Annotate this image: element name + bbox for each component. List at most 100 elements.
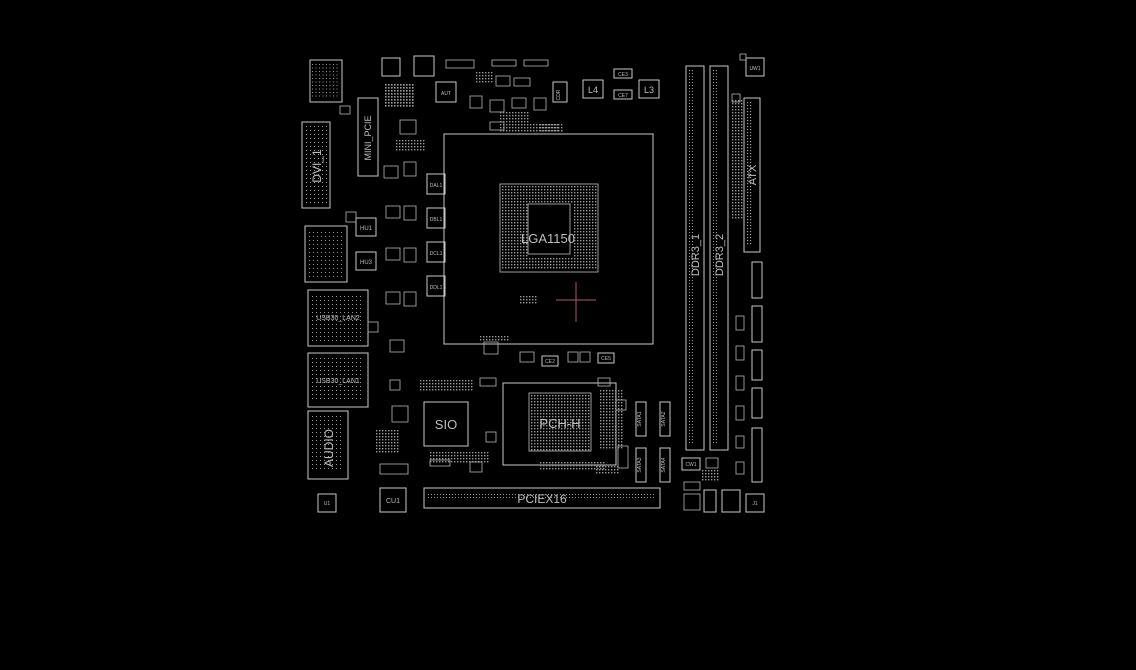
- pin-dot: [617, 469, 619, 471]
- pin-dot: [732, 178, 734, 180]
- pin-dot: [540, 130, 542, 132]
- pin-dot: [433, 458, 435, 460]
- pin-dot: [341, 256, 342, 257]
- pin-dot: [469, 455, 471, 457]
- socket-pin: [556, 264, 558, 266]
- pin-dot: [546, 404, 548, 406]
- pin-dot: [618, 435, 620, 437]
- pin-dot: [312, 85, 313, 86]
- ddr-a-label: DDR3_1: [690, 234, 702, 276]
- pin-dot: [600, 423, 602, 425]
- socket-pin: [595, 258, 597, 260]
- pin-dot: [689, 106, 690, 107]
- pin-dot: [596, 494, 597, 495]
- pin-dot: [716, 322, 717, 323]
- pin-dot: [581, 497, 582, 498]
- socket-pin: [583, 204, 585, 206]
- pin-dot: [692, 265, 693, 266]
- pin-dot: [352, 362, 353, 363]
- socket-pin: [565, 261, 567, 263]
- pin-dot: [705, 473, 707, 475]
- pin-dot: [549, 130, 551, 132]
- pin-dot: [600, 462, 602, 464]
- socket-pin: [583, 201, 585, 203]
- socket-pin: [577, 192, 579, 194]
- pin-dot: [500, 118, 502, 120]
- pin-dot: [741, 169, 743, 171]
- pin-dot: [573, 431, 575, 433]
- pin-dot: [337, 244, 338, 245]
- pin-dot: [540, 446, 542, 448]
- pin-dot: [481, 452, 483, 454]
- pin-dot: [608, 466, 610, 468]
- pin-dot: [567, 434, 569, 436]
- pin-dot: [385, 84, 387, 86]
- pin-dot: [747, 129, 749, 131]
- pin-dot: [750, 153, 752, 155]
- pin-dot: [552, 434, 554, 436]
- pin-dot: [316, 424, 317, 425]
- pin-dot: [360, 316, 361, 317]
- pin-dot: [333, 67, 334, 69]
- socket-pin: [577, 186, 579, 188]
- pin-dot: [689, 283, 690, 284]
- pin-dot: [603, 420, 605, 422]
- socket-pin: [526, 255, 528, 257]
- socket-pin: [577, 198, 579, 200]
- pin-dot: [329, 67, 331, 69]
- pin-dot: [322, 74, 324, 76]
- pin-dot: [584, 497, 585, 498]
- socket-pin: [517, 213, 519, 215]
- pin-dot: [394, 99, 396, 101]
- socket-pin: [595, 186, 597, 188]
- pin-dot: [579, 462, 581, 464]
- pin-dot: [716, 94, 717, 95]
- socket-pin: [595, 216, 597, 218]
- socket-pin: [592, 216, 594, 218]
- passive-component: [469, 461, 483, 473]
- pin-dot: [340, 440, 341, 441]
- socket-pin: [544, 201, 546, 203]
- socket-pin: [583, 231, 585, 233]
- pin-dot: [318, 166, 319, 167]
- pin-dot: [552, 130, 554, 132]
- pin-dot: [336, 378, 337, 379]
- pin-dot: [306, 170, 307, 171]
- pin-dot: [612, 414, 614, 416]
- pin-dot: [332, 398, 333, 399]
- pin-dot: [588, 398, 590, 400]
- pin-dot: [400, 102, 402, 104]
- pin-dot: [340, 328, 341, 329]
- socket-pin: [523, 189, 525, 191]
- pin-dot: [537, 410, 539, 412]
- pin-dot: [621, 447, 623, 449]
- socket-pin: [574, 252, 576, 254]
- pin-dot: [430, 452, 432, 454]
- pin-dot: [692, 160, 693, 161]
- pin-dot: [344, 332, 345, 333]
- socket-pin: [580, 192, 582, 194]
- socket-pin: [532, 264, 534, 266]
- socket-pin: [502, 195, 504, 197]
- pin-dot: [341, 248, 342, 249]
- pin-dot: [492, 339, 494, 341]
- pin-dot: [549, 431, 551, 433]
- socket-pin: [586, 207, 588, 209]
- pin-dot: [600, 396, 602, 398]
- pin-dot: [320, 304, 321, 305]
- passive-component: [739, 53, 747, 61]
- pin-dot: [319, 85, 320, 86]
- pin-dot: [310, 158, 311, 159]
- pin-dot: [750, 159, 752, 161]
- pin-dot: [689, 439, 690, 440]
- pin-dot: [340, 460, 341, 461]
- pin-dot: [575, 497, 576, 498]
- pin-dot: [713, 214, 714, 215]
- pin-dot: [317, 264, 318, 265]
- pin-dot: [534, 419, 536, 421]
- pin-dot: [501, 339, 503, 341]
- pin-dot: [738, 190, 740, 192]
- pin-dot: [689, 70, 690, 71]
- pin-dot: [621, 444, 623, 446]
- pin-dot: [356, 358, 357, 359]
